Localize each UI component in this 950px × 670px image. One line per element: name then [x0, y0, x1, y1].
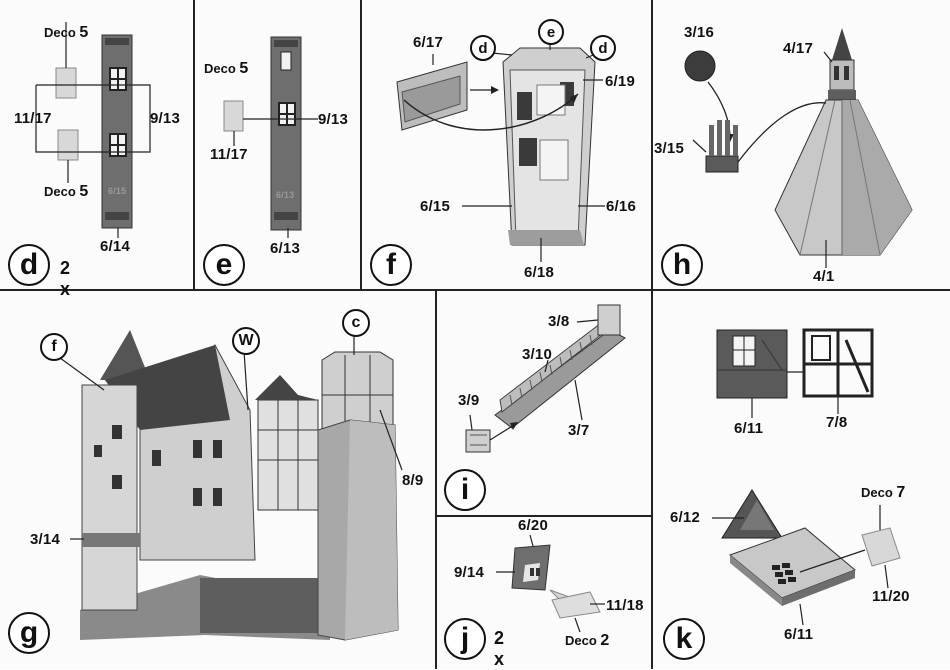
deco-label: Deco 7 [861, 484, 905, 502]
part-label: 6/12 [670, 509, 700, 526]
step-badge: k [663, 618, 705, 660]
part-label: 6/11 [784, 626, 813, 643]
part-label: 6/11 [734, 420, 763, 437]
part-label: 7/8 [826, 414, 847, 431]
part-label: 11/20 [872, 588, 910, 605]
